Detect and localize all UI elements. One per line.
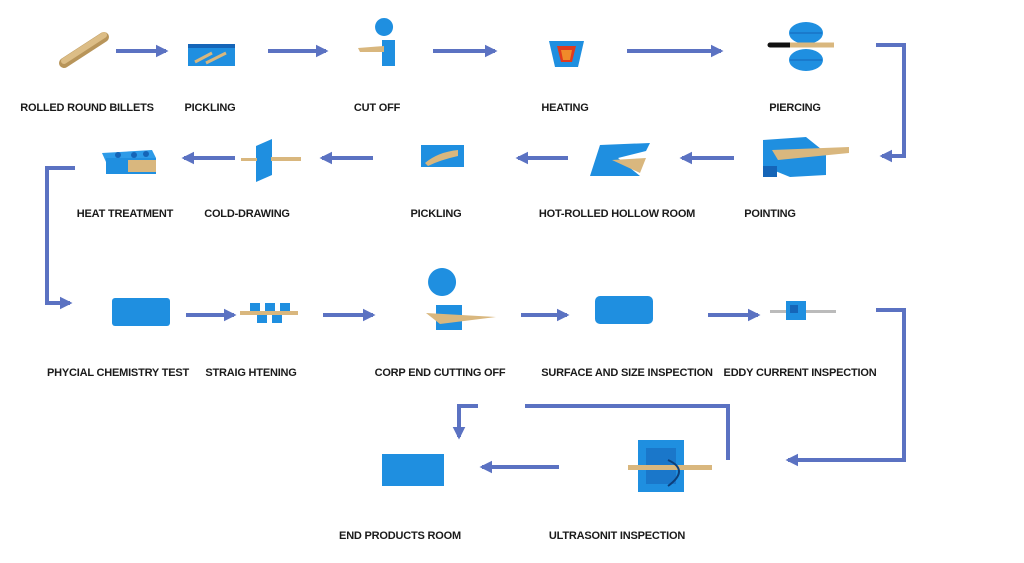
label-cold-drawing: COLD-DRAWING <box>204 208 290 220</box>
pickling-tank-icon <box>421 145 464 167</box>
label-pickling-2: PICKLING <box>410 208 462 220</box>
arrow-ultrasonic-to-end-products <box>525 404 730 460</box>
pointing-machine-icon <box>763 137 849 177</box>
label-hot-rolled-hollow-room: HOT-ROLLED HOLLOW ROOM <box>538 208 696 220</box>
label-end-products-room: END PRODUCTS ROOM <box>339 530 461 542</box>
label-rolled-round-billets: ROLLED ROUND BILLETS <box>20 102 154 114</box>
storage-room-icon <box>382 454 444 486</box>
label-phycial-chemistry-test: PHYCIAL CHEMISTRY TEST <box>46 367 190 379</box>
piercing-mill-icon <box>767 22 834 71</box>
ultrasonic-tester-icon <box>628 440 712 492</box>
saw-icon <box>358 18 395 66</box>
inspection-box-icon <box>595 296 653 324</box>
billet-icon <box>59 32 109 68</box>
flow-arrows <box>45 43 906 474</box>
label-ultrasonit-inspection: ULTRASONIT INSPECTION <box>548 530 686 542</box>
label-corp-end-cutting-off: CORP END CUTTING OFF <box>374 367 506 379</box>
hollow-room-icon <box>590 143 650 176</box>
label-heating: HEATING <box>541 102 589 114</box>
label-pickling-1: PICKLING <box>184 102 236 114</box>
label-cut-off: CUT OFF <box>353 102 401 114</box>
label-straightening: STRAIG HTENING <box>205 367 297 379</box>
arrow-piercing-to-pointing <box>876 43 906 163</box>
arrow-heat-treatment-to-test <box>45 166 75 310</box>
eddy-current-probe-icon <box>770 301 836 320</box>
pickling-tank-icon <box>188 44 235 66</box>
arrow-eddy-current-to-ultrasonic <box>785 308 906 467</box>
arrow-into-end-products <box>452 404 478 440</box>
label-surface-and-size-inspection: SURFACE AND SIZE INSPECTION <box>541 367 713 379</box>
label-piercing: PIERCING <box>769 102 821 114</box>
heat-treatment-furnace-icon <box>102 150 156 174</box>
drawing-die-icon <box>241 139 301 182</box>
straightener-icon <box>240 303 298 323</box>
furnace-icon <box>549 41 584 67</box>
end-cutter-icon <box>426 268 496 330</box>
test-box-icon <box>112 298 170 326</box>
label-heat-treatment: HEAT TREATMENT <box>76 208 174 220</box>
label-pointing: POINTING <box>744 208 796 220</box>
label-eddy-current-inspection: EDDY CURRENT INSPECTION <box>723 367 877 379</box>
